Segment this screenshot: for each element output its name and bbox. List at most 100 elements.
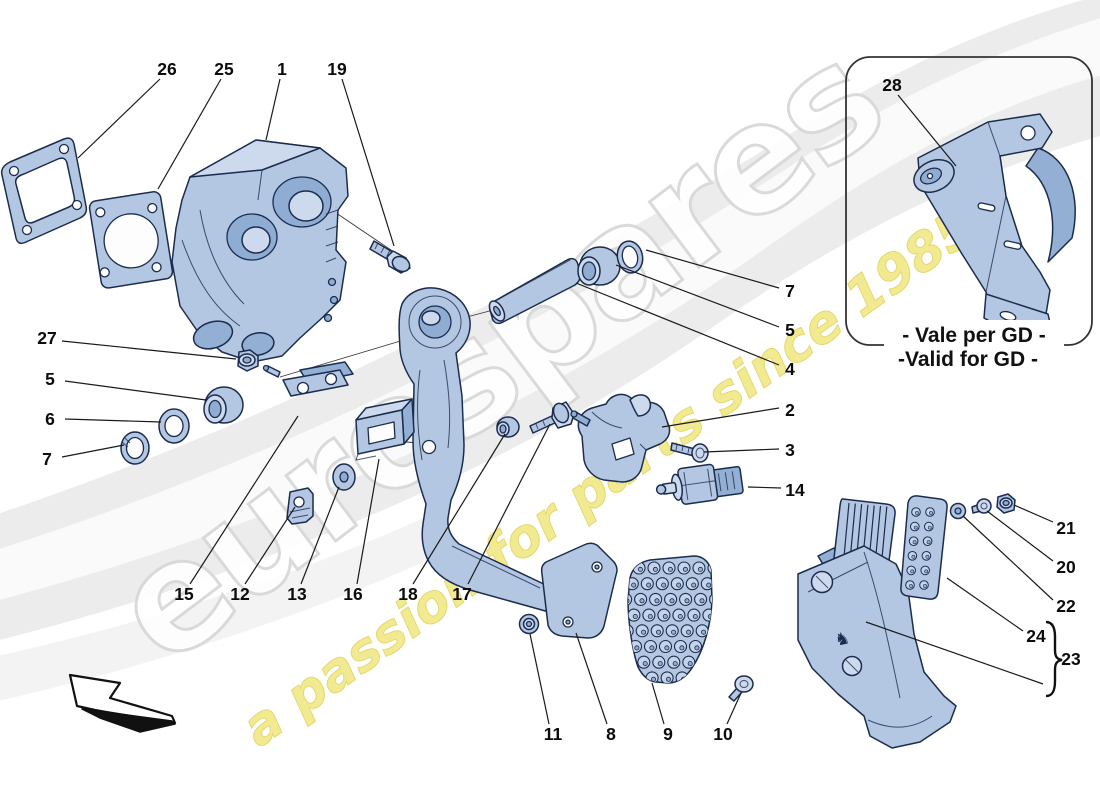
pad-dimple-center bbox=[691, 582, 697, 588]
pad-dimple bbox=[720, 641, 732, 653]
callout-leader-28-4 bbox=[897, 94, 957, 167]
part-13-washer bbox=[332, 463, 356, 491]
callout-leader-5-12 bbox=[64, 380, 207, 401]
callout-label-14-10: 14 bbox=[785, 480, 805, 500]
pad-dimple bbox=[628, 561, 631, 575]
part-7-snap-ring-left bbox=[120, 431, 150, 465]
part-21-nut bbox=[996, 493, 1016, 514]
pad-dimple-center bbox=[628, 661, 633, 667]
note-box: - Vale per GD - -Valid for GD - bbox=[845, 56, 1093, 371]
pad-dimple bbox=[716, 578, 728, 590]
pad-dimple-center bbox=[696, 676, 702, 682]
part-26-gasket bbox=[0, 137, 88, 245]
callout-leader-9-23 bbox=[651, 682, 665, 725]
part-20-bolt bbox=[971, 498, 992, 514]
pad-dimple-center bbox=[657, 661, 663, 667]
callout-leader-15-15 bbox=[189, 415, 299, 585]
accelerator-pad-holes bbox=[905, 507, 935, 590]
pad-dimple-center bbox=[623, 567, 627, 571]
callout-label-22-27: 22 bbox=[1056, 596, 1076, 616]
callout-leader-2-8 bbox=[661, 407, 780, 428]
callout-leader-7-14 bbox=[61, 444, 125, 458]
pad-dimple-center bbox=[656, 629, 662, 635]
part-24-accelerator-pad bbox=[900, 495, 948, 600]
callout-leader-8-22 bbox=[575, 632, 608, 725]
callout-label-24-28: 24 bbox=[1026, 626, 1046, 646]
pad-dimple-center bbox=[672, 661, 678, 667]
callout-leader-19-3 bbox=[341, 78, 395, 247]
callout-leader-27-11 bbox=[61, 340, 237, 360]
callout-label-17-20: 17 bbox=[452, 584, 471, 604]
callout-label-8-22: 8 bbox=[606, 724, 616, 744]
callout-label-28-4: 28 bbox=[882, 75, 902, 95]
accel-pad-hole-center bbox=[910, 569, 915, 574]
callout-label-7-14: 7 bbox=[42, 449, 52, 469]
swoosh-band-lower bbox=[0, 515, 460, 701]
pad-dimple-center bbox=[662, 614, 668, 620]
note-text-backing bbox=[884, 320, 1064, 370]
callout-leader-22-27 bbox=[962, 515, 1054, 601]
pad-dimple-center bbox=[628, 598, 630, 604]
pad-dimple bbox=[697, 655, 711, 669]
callout-label-12-16: 12 bbox=[230, 584, 250, 604]
part-17-bolt bbox=[529, 401, 575, 434]
callout-leader-13-17 bbox=[300, 486, 340, 585]
callout-leader-18-19 bbox=[412, 433, 506, 585]
part-15-plate bbox=[262, 361, 354, 397]
callout-label-18-19: 18 bbox=[398, 584, 418, 604]
accelerator-body: ♞ bbox=[797, 545, 957, 749]
callout-leader-12-16 bbox=[244, 506, 296, 585]
part-16-bracket bbox=[355, 398, 415, 461]
part-12-clip bbox=[286, 487, 314, 525]
pad-dimple bbox=[707, 561, 712, 575]
accelerator-pedal-assembly: ♞ bbox=[797, 493, 1016, 749]
brace-23 bbox=[1045, 620, 1063, 698]
pad-dimple-center bbox=[725, 646, 729, 650]
callout-leader-3-9 bbox=[703, 448, 780, 453]
pad-dimple bbox=[705, 671, 712, 683]
background-swoosh bbox=[0, 0, 1100, 701]
pad-dimple-center bbox=[682, 566, 688, 572]
part-8-pedal-pad-plate bbox=[540, 542, 618, 639]
pad-dimple-center bbox=[664, 645, 670, 651]
accel-pad-hole-center bbox=[913, 525, 918, 530]
part-7-o-ring-right bbox=[616, 240, 644, 274]
pad-dimple-center bbox=[646, 582, 652, 588]
pad-dimple-center bbox=[636, 676, 642, 682]
note-line-english: -Valid for GD - bbox=[898, 348, 1038, 371]
accel-pad-hole-center bbox=[911, 554, 916, 559]
part-14-switch bbox=[655, 463, 744, 505]
part-22-washer bbox=[949, 502, 967, 520]
callout-leader-5-6 bbox=[615, 264, 780, 328]
callout-leader-10-24 bbox=[726, 692, 742, 725]
accel-pad-hole-center bbox=[924, 569, 929, 574]
pad-dimple-center bbox=[631, 582, 637, 588]
part-28-bracket bbox=[913, 113, 1076, 341]
part-3-screw bbox=[670, 442, 709, 463]
accel-pad-hole-center bbox=[923, 584, 927, 588]
pad-dimple-center bbox=[637, 566, 643, 572]
pad-dimple-center bbox=[726, 677, 730, 681]
pad-dimple-center bbox=[715, 599, 719, 603]
callout-label-13-17: 13 bbox=[287, 584, 307, 604]
pad-dimple-center bbox=[651, 676, 657, 682]
swoosh-band-inner bbox=[0, 18, 1100, 600]
pad-dimple-center bbox=[717, 630, 721, 634]
accel-pad-hole-center bbox=[929, 511, 933, 515]
callout-label-19-3: 19 bbox=[327, 59, 347, 79]
accel-pad-hole-center bbox=[915, 511, 919, 515]
pad-dimple-center bbox=[669, 598, 675, 604]
callout-leader-20-26 bbox=[986, 510, 1054, 562]
callout-label-23-29: 23 bbox=[1061, 649, 1081, 669]
pad-dimple bbox=[690, 671, 704, 683]
callout-label-4-7: 4 bbox=[785, 359, 795, 379]
callout-leader-21-25 bbox=[1013, 504, 1054, 523]
pad-dimple-center bbox=[702, 661, 708, 667]
pad-dimple bbox=[628, 592, 633, 606]
direction-arrow-icon bbox=[68, 673, 177, 733]
part-6-washer bbox=[158, 408, 190, 444]
callout-leader-16-18 bbox=[356, 458, 380, 585]
